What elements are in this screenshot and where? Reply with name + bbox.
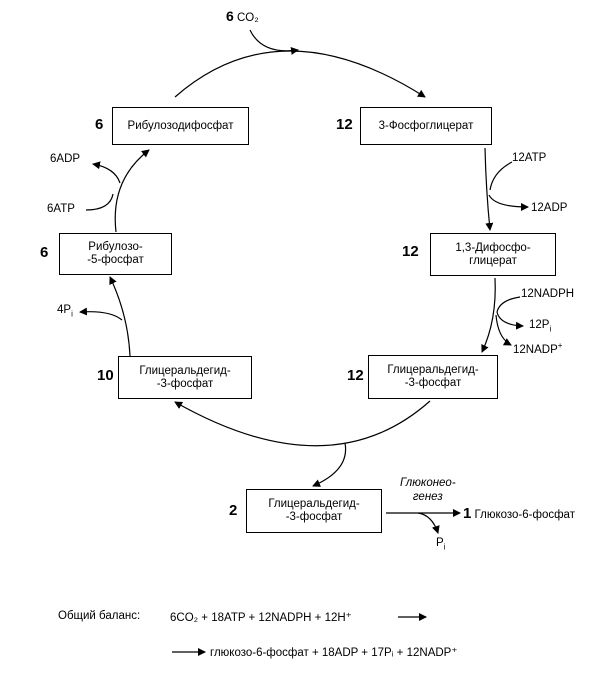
arrow-bottom-arc [174,400,431,447]
node-diphosphoglycerate-line2: глицерат [469,254,517,267]
balance-line1: 6CO₂ + 18ATP + 12NADPH + 12H⁺ [170,612,352,624]
label-12atp: 12ATP [512,152,547,164]
arrow-top-arc [174,50,426,98]
co2-input-label: 6 CO₂ [226,8,259,24]
arrow-ru5p-rudp [114,149,150,233]
node-ribulose-diphosphate: Рибулозодифосфат [112,107,249,145]
node-gald3p-left-line2: -3-фосфат [156,377,214,390]
arrow-atp6-in [85,193,114,211]
node-diphosphoglycerate-line1: 1,3-Дифосфо- [455,241,531,254]
node-ribulose5p-line1: Рибулозо- [88,241,143,253]
arrow-pi12-out [496,311,524,330]
arrow-pi-out [417,512,440,534]
node-gald3p-out-line1: Глицеральдегид- [268,498,360,510]
label-12nadp: 12NADP+ [513,341,563,356]
node-gald3p-out: Глицеральдегид- -3-фосфат [246,489,382,533]
node-phosphoglycerate: 3-Фосфоглицерат [360,107,492,145]
arrow-branch-out [312,442,347,487]
node-ribulose5p-line2: -5-фосфат [87,254,144,266]
arrow-pga-dpg [484,147,494,231]
node-gald3p-left: Глицеральдегид- -3-фосфат [118,356,252,399]
label-4pi: 4Pi [57,304,73,319]
arrow-co2 [249,29,299,55]
coef-gald3p-left: 10 [97,367,114,384]
label-6atp: 6ATP [47,203,75,215]
node-gald3p-right-line2: -3-фосфат [404,377,462,389]
glucose6p-product: 1 Глюкозо-6-фосфат [463,505,575,522]
arrow-nadp-out [495,314,512,346]
node-phosphoglycerate-label: 3-Фосфоглицерат [378,119,474,132]
coef-gald3p-right: 12 [347,367,364,384]
arrow-pi4-out [79,307,123,321]
node-ribulose-diphosphate-label: Рибулозодифосфат [127,119,234,132]
label-12pi: 12Pi [529,319,552,334]
arrow-nadph-in [496,296,521,313]
coef-diphosphoglycerate: 12 [402,243,419,260]
arrow-adp12-out [488,194,529,211]
arrow-adp6-out [92,161,121,184]
node-diphosphoglycerate: 1,3-Дифосфо- глицерат [430,233,556,276]
label-12nadph: 12NADPH [521,288,575,300]
node-ribulose5p: Рибулозо- -5-фосфат [59,233,172,275]
coef-gald3p-out: 2 [229,502,238,519]
gluconeogenesis-label: Глюконео-генез [400,477,456,503]
label-6adp: 6ADP [50,153,81,165]
arrow-gald-ru5p [109,276,131,357]
arrow-dpg-gald [481,277,496,353]
coef-ribulose5p: 6 [40,244,49,261]
coef-ribulose-diphosphate: 6 [95,116,104,133]
balance-label: Общий баланс: [58,610,141,622]
arrow-atp12-in [489,161,513,191]
node-gald3p-left-line1: Глицеральдегид- [139,364,231,377]
node-gald3p-right-line1: Глицеральдегид- [387,364,479,376]
balance-line2: глюкозо-6-фосфат + 18ADP + 17Pᵢ + 12NADP… [210,647,458,659]
coef-phosphoglycerate: 12 [336,116,353,133]
node-gald3p-out-line2: -3-фосфат [285,511,343,523]
label-12adp: 12ADP [531,202,568,214]
node-gald3p-right: Глицеральдегид- -3-фосфат [368,355,498,399]
label-pi-out: Pi [436,537,446,552]
